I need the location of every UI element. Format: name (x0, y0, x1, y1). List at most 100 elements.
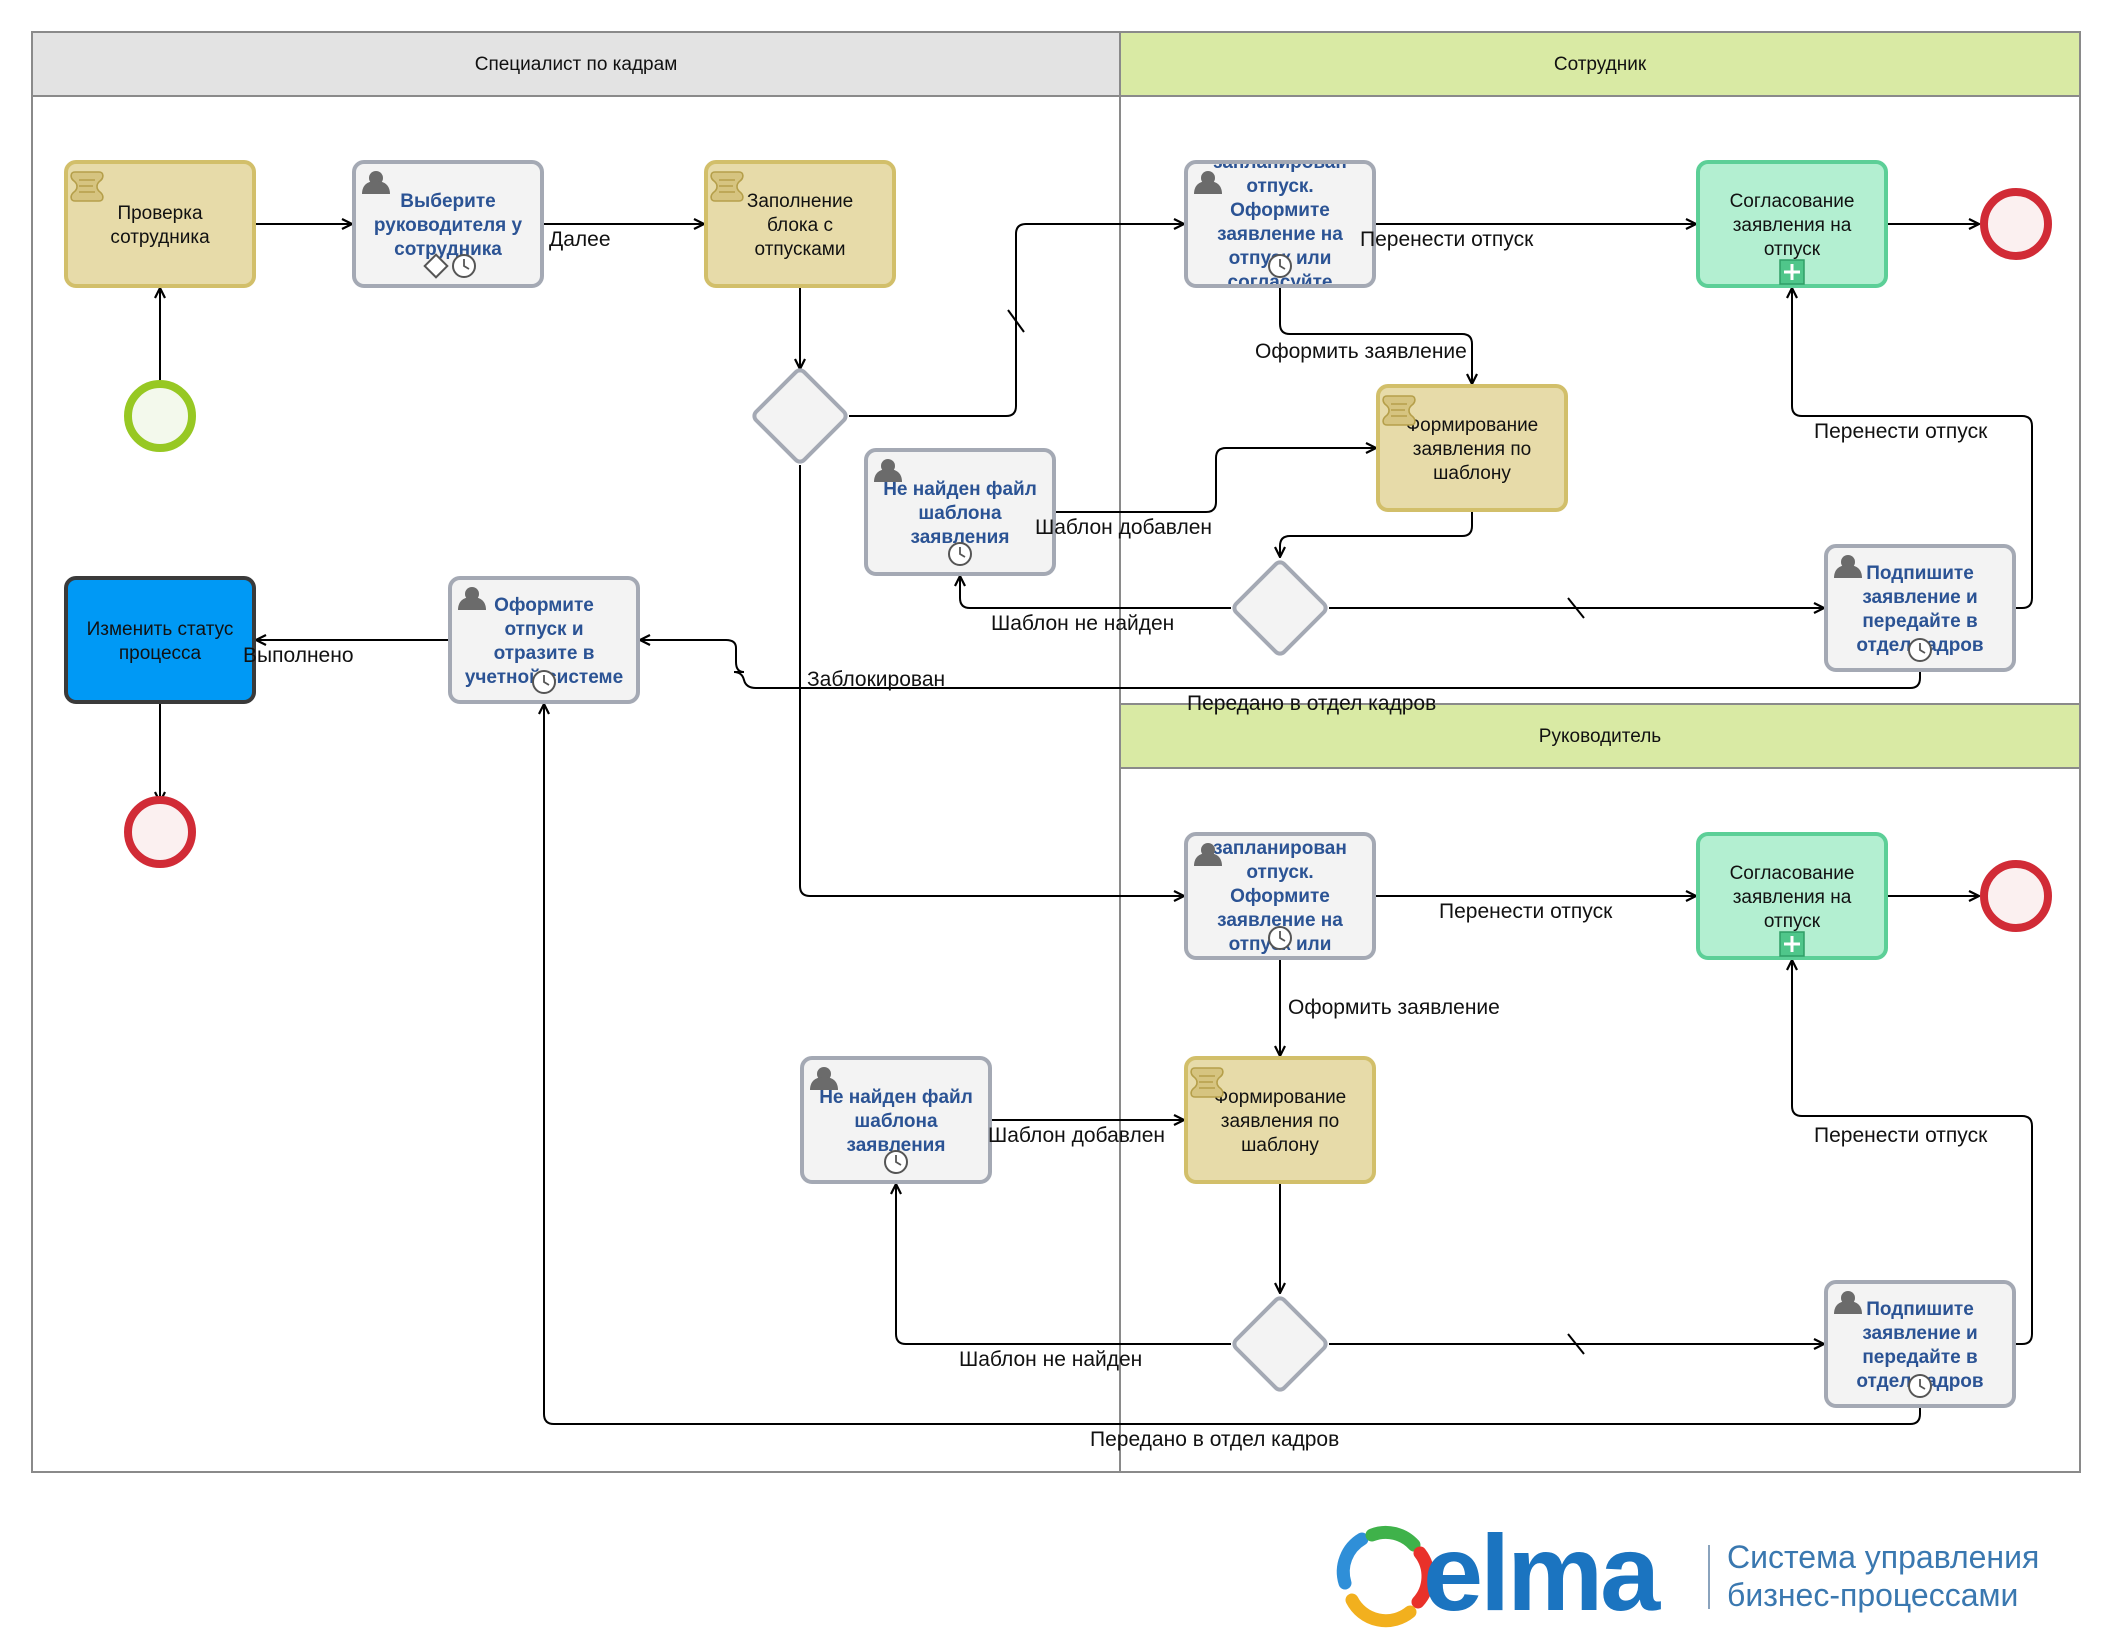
lane-header-manager (1119, 703, 2081, 769)
task-label-line: запланирован (1213, 152, 1347, 173)
task-label-line: отпуск. (1246, 862, 1313, 883)
task-label-line: отпуск (1764, 239, 1821, 260)
sequence-flows (160, 224, 2033, 1425)
task-label-line: согласуйте (1228, 272, 1333, 293)
task-label-line: заявление на (1217, 910, 1343, 931)
task-label-line: Не найден файл (883, 479, 1037, 500)
task-label-line: Не найден файл (819, 1087, 973, 1108)
exclusive-gateway-manager[interactable] (1232, 1296, 1328, 1392)
flow-emp-template-to-gateway (1280, 512, 1473, 557)
lane-title-employee: Сотрудник (1554, 54, 1647, 75)
flow-mgr-sign-to-register (544, 704, 1921, 1425)
task-label-line: процесса (119, 643, 202, 664)
flow-mgr-gateway-to-missing (896, 1184, 1231, 1345)
elma-logo: elma Система управления бизнес-процессам… (1336, 1512, 2039, 1633)
task-label-line: Согласование (1730, 863, 1855, 884)
default-flow-mark (1567, 597, 1585, 619)
exclusive-gateway[interactable] (752, 368, 848, 464)
timer-icon (452, 254, 476, 278)
timer-icon (1908, 1374, 1932, 1398)
lane-header-employee (1119, 31, 2081, 97)
task-label-line: шаблону (1241, 1135, 1319, 1156)
task-label-line: Формирование (1406, 415, 1539, 436)
task-label-line: Подпишите (1866, 563, 1974, 584)
flow-emp-sign-to-approval (1792, 288, 2033, 609)
task-label-line: заявления на (1733, 887, 1852, 908)
task-label-line: заявления по (1413, 439, 1531, 460)
lane-title-manager: Руководитель (1539, 726, 1662, 747)
task-label-line: заявление и (1862, 587, 1977, 608)
task-label-line: Оформите (494, 595, 594, 616)
flow-emp-planned-to-template (1279, 288, 1472, 384)
flow-label-emp-postpone-top: Перенести отпуск (1360, 228, 1534, 251)
flow-label-done: Выполнено (243, 644, 354, 667)
task-label-line: сотрудника (110, 227, 210, 248)
default-flow-mark (1007, 309, 1025, 333)
task-label-line: отпусками (755, 239, 846, 260)
timer-icon (1908, 638, 1932, 662)
task-label-line: запланирован (1213, 838, 1347, 859)
task-check-employee[interactable]: Проверка сотрудника (64, 160, 256, 288)
flow-label-emp-template-not-found: Шаблон не найден (991, 612, 1174, 635)
end-event-manager[interactable] (1980, 860, 2052, 932)
elma-wordmark: elma (1423, 1512, 1661, 1633)
task-label-line: заявление и (1862, 1323, 1977, 1344)
lane-header-specialist (31, 31, 1121, 97)
timer-icon (1268, 254, 1292, 278)
task-emp-template-form[interactable]: Формирование заявления по шаблону (1376, 384, 1568, 512)
task-label-line: заявление на (1217, 224, 1343, 245)
task-label-line: Оформите (1230, 886, 1330, 907)
timer-icon (1268, 926, 1292, 950)
task-label-line: Формирование (1214, 1087, 1347, 1108)
task-label-line: заявления (911, 527, 1010, 548)
task-label-line: Проверка (117, 203, 203, 224)
task-label-line: отпуск. (1246, 176, 1313, 197)
flow-emp-gateway-to-missing (960, 576, 1231, 609)
flow-label-blocked: Заблокирован (807, 668, 945, 691)
flow-label-mgr-postpone-right: Перенести отпуск (1814, 1124, 1988, 1147)
start-event[interactable] (124, 380, 196, 452)
task-emp-template-missing[interactable]: Не найден файл шаблона заявления (864, 448, 1056, 576)
end-event-employee[interactable] (1980, 188, 2052, 260)
task-label-line: шаблону (1433, 463, 1511, 484)
lane-title-specialist: Специалист по кадрам (475, 54, 678, 75)
task-label-line: отразите в (494, 643, 595, 664)
task-label-line: передайте в (1862, 1347, 1977, 1368)
task-label-line: заявления на (1733, 215, 1852, 236)
flow-label-emp-make-request: Оформить заявление (1255, 340, 1467, 363)
task-mgr-approval[interactable]: Согласование заявления на отпуск (1696, 832, 1888, 960)
task-label-line: Оформите (1230, 200, 1330, 221)
gateway-marker-icon (423, 253, 449, 279)
logo-tagline-line1: Система управления (1727, 1539, 2039, 1575)
flow-label-emp-postpone-right: Перенести отпуск (1814, 420, 1988, 443)
timer-icon (532, 670, 556, 694)
exclusive-gateway-employee[interactable] (1232, 560, 1328, 656)
timer-icon (884, 1150, 908, 1174)
subprocess-plus-icon (1779, 931, 1805, 957)
task-label-line: шаблона (918, 503, 1002, 524)
flow-gateway-to-mgr-planned (799, 465, 1184, 896)
flow-label-mgr-template-added: Шаблон добавлен (988, 1124, 1165, 1147)
task-label-line: отпуск (1764, 911, 1821, 932)
flow-label-emp-template-added: Шаблон добавлен (1035, 516, 1212, 539)
flow-label-mgr-sent-to-hr: Передано в отдел кадров (1090, 1428, 1339, 1451)
end-event-specialist[interactable] (124, 796, 196, 868)
flow-label-emp-sent-to-hr: Передано в отдел кадров (1187, 692, 1436, 715)
task-label-line: передайте в (1862, 611, 1977, 632)
subprocess-plus-icon (1779, 259, 1805, 285)
flow-mgr-sign-to-approval (1792, 960, 2033, 1345)
task-label-line: Выберите (400, 191, 495, 212)
task-label-line: шаблона (854, 1111, 938, 1132)
